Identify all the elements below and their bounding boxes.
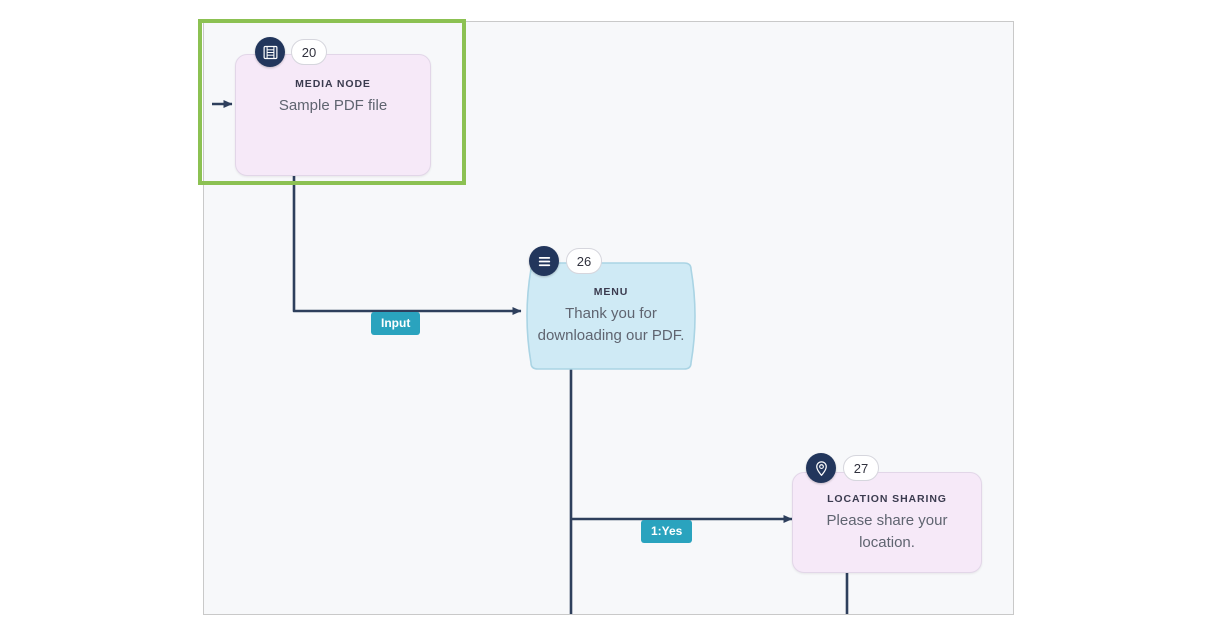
node-location-sharing-text: Please share your location. xyxy=(826,512,948,551)
node-menu-body: MENU Thank you for downloading our PDF. xyxy=(521,261,701,371)
flow-canvas[interactable]: Input 1:Yes MEDIA NODE Sample PDF file 2… xyxy=(203,21,1014,615)
node-location-sharing-body: LOCATION SHARING Please share your locat… xyxy=(793,473,981,572)
node-media-node-number[interactable]: 20 xyxy=(291,39,327,65)
node-media-node-type: MEDIA NODE xyxy=(295,78,371,90)
node-media-node-text: Sample PDF file xyxy=(278,97,388,114)
node-menu-number[interactable]: 26 xyxy=(566,248,602,274)
hamburger-menu-icon[interactable] xyxy=(529,246,559,276)
node-location-sharing-type: LOCATION SHARING xyxy=(827,493,947,505)
node-menu-text: Thank you for downloading our PDF. xyxy=(537,305,685,344)
node-media-node[interactable]: MEDIA NODE Sample PDF file xyxy=(235,54,431,176)
node-menu-type: MENU xyxy=(593,286,629,298)
node-location-sharing-number[interactable]: 27 xyxy=(843,455,879,481)
edge-label-input[interactable]: Input xyxy=(371,312,421,335)
film-strip-icon[interactable] xyxy=(255,37,285,67)
node-media-node-body: MEDIA NODE Sample PDF file xyxy=(236,55,430,175)
edge-label-1-yes[interactable]: 1:Yes xyxy=(641,520,693,543)
node-location-sharing[interactable]: LOCATION SHARING Please share your locat… xyxy=(792,472,982,573)
node-menu-shape xyxy=(521,261,701,371)
location-pin-icon-glyph xyxy=(815,460,827,476)
node-menu[interactable]: MENU Thank you for downloading our PDF. xyxy=(521,261,701,371)
hamburger-menu-icon-glyph xyxy=(538,256,550,266)
node-selection-outline[interactable] xyxy=(198,19,466,185)
film-strip-icon-glyph xyxy=(263,45,277,59)
location-pin-icon[interactable] xyxy=(806,453,836,483)
